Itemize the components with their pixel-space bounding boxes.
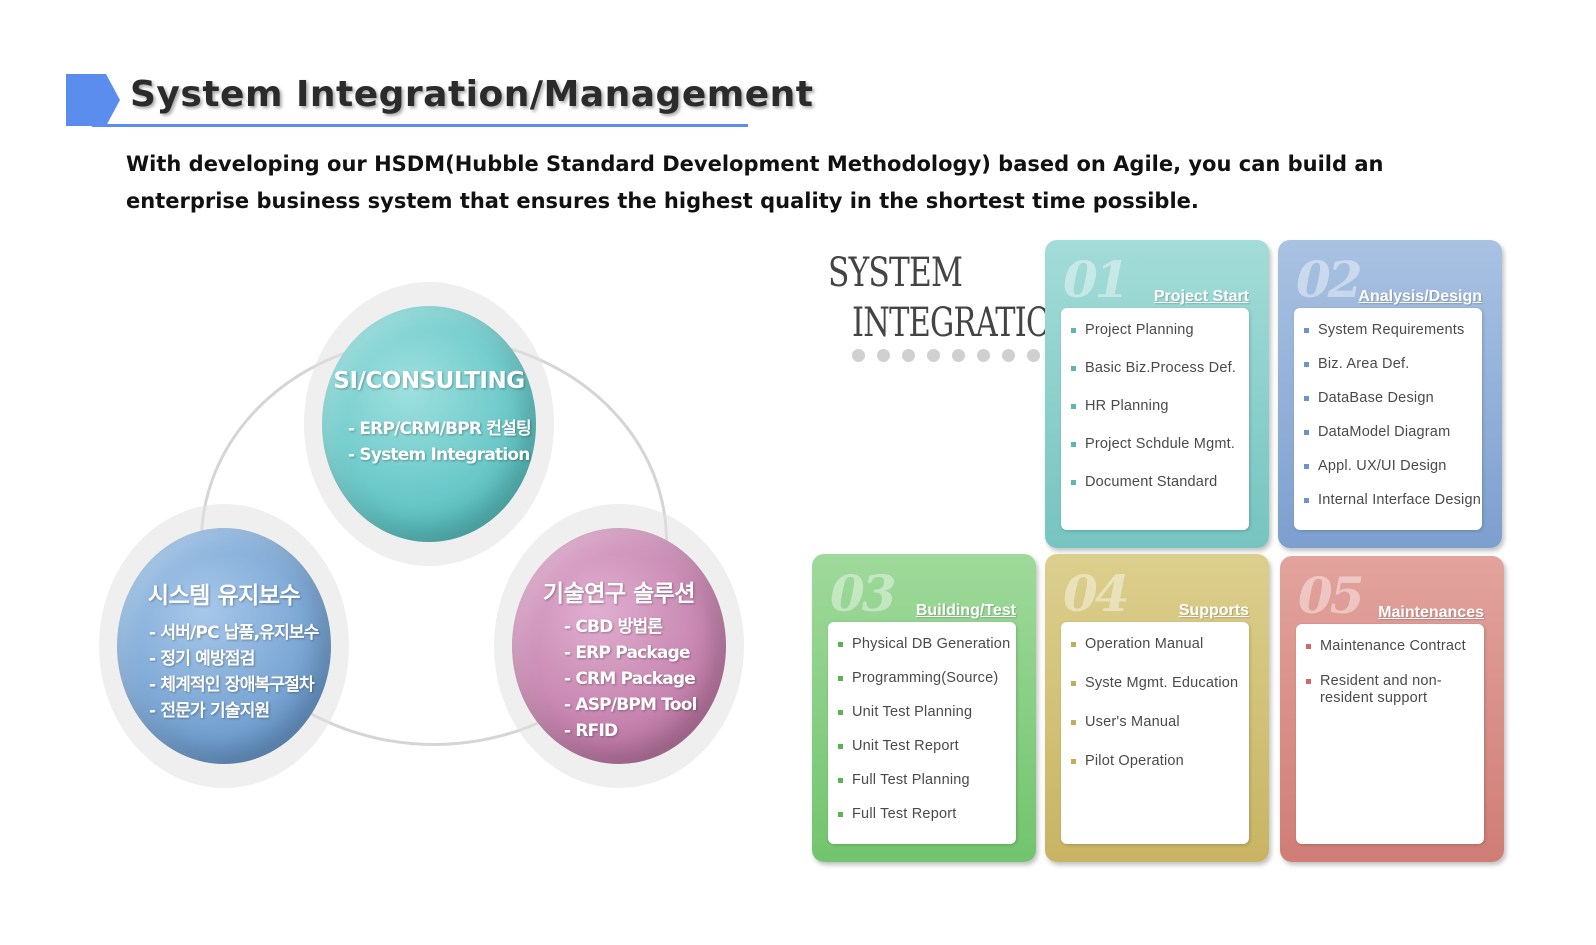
section-marker-icon bbox=[66, 74, 120, 126]
phase-number: 03 bbox=[830, 564, 897, 623]
phase-item: Unit Test Report bbox=[838, 738, 1016, 755]
bubble-item: - 전문가 기술지원 bbox=[149, 701, 270, 721]
bubble-item: - System Integration bbox=[348, 445, 530, 465]
phase-number: 01 bbox=[1063, 250, 1130, 309]
bubble-item: - 체계적인 장애복구절차 bbox=[149, 675, 315, 695]
phase-title: Supports bbox=[1178, 602, 1249, 619]
phase-card-supports: 04 Supports Operation Manual Syste Mgmt.… bbox=[1045, 554, 1269, 862]
phase-item: HR Planning bbox=[1071, 398, 1249, 415]
dot bbox=[1027, 349, 1040, 362]
phase-title: Building/Test bbox=[915, 602, 1016, 619]
phase-item: Unit Test Planning bbox=[838, 704, 1016, 721]
phase-title: Project Start bbox=[1153, 288, 1249, 305]
phase-item: Full Test Report bbox=[838, 806, 1016, 823]
phase-body: Physical DB Generation Programming(Sourc… bbox=[828, 622, 1016, 844]
phase-body: Project Planning Basic Biz.Process Def. … bbox=[1061, 308, 1249, 530]
bubble-item: - ASP/BPM Tool bbox=[564, 695, 697, 715]
bubble-title: 기술연구 솔루션 bbox=[542, 581, 696, 607]
phase-item: Resident and non-resident support bbox=[1306, 673, 1470, 707]
bubble-item: - CBD 방법론 bbox=[564, 617, 663, 637]
phase-item: Operation Manual bbox=[1071, 636, 1249, 653]
dot bbox=[902, 349, 915, 362]
bubble-item: - 서버/PC 납품,유지보수 bbox=[149, 623, 319, 643]
bubble-title: SI/CONSULTING bbox=[333, 368, 525, 394]
si-heading-line1: SYSTEM bbox=[828, 250, 963, 296]
phase-body: Maintenance Contract Resident and non-re… bbox=[1296, 624, 1484, 844]
phase-title: Maintenances bbox=[1378, 604, 1484, 621]
bubble-item: - ERP Package bbox=[564, 643, 690, 663]
phase-item: Document Standard bbox=[1071, 474, 1249, 491]
phase-card-maintenances: 05 Maintenances Maintenance Contract Res… bbox=[1280, 556, 1504, 862]
phase-list: Physical DB Generation Programming(Sourc… bbox=[828, 622, 1016, 823]
phase-card-analysis-design: 02 Analysis/Design System Requirements B… bbox=[1278, 240, 1502, 548]
dot bbox=[952, 349, 965, 362]
phase-item: Internal Interface Design bbox=[1304, 492, 1482, 509]
bubble-maintenance: 시스템 유지보수 - 서버/PC 납품,유지보수 - 정기 예방점검 - 체계적… bbox=[117, 528, 331, 764]
bubble-list: - ERP/CRM/BPR 컨설팅 - System Integration bbox=[348, 416, 532, 468]
bubble-tech-research: 기술연구 솔루션 - CBD 방법론 - ERP Package - CRM P… bbox=[512, 528, 726, 764]
phase-item: System Requirements bbox=[1304, 322, 1482, 339]
phase-item: DataBase Design bbox=[1304, 390, 1482, 407]
bubble-item: - ERP/CRM/BPR 컨설팅 bbox=[348, 419, 532, 439]
phase-item: Maintenance Contract bbox=[1306, 638, 1484, 655]
title-underline bbox=[92, 124, 748, 127]
phase-item: Syste Mgmt. Education bbox=[1071, 675, 1249, 692]
phase-item: User's Manual bbox=[1071, 714, 1249, 731]
dot bbox=[852, 349, 865, 362]
phase-item: Basic Biz.Process Def. bbox=[1071, 360, 1249, 377]
phase-item: Project Planning bbox=[1071, 322, 1249, 339]
phase-title: Analysis/Design bbox=[1358, 288, 1482, 305]
bubble-item: - 정기 예방점검 bbox=[149, 649, 255, 669]
phase-item: Appl. UX/UI Design bbox=[1304, 458, 1482, 475]
phase-body: Operation Manual Syste Mgmt. Education U… bbox=[1061, 622, 1249, 844]
dot bbox=[977, 349, 990, 362]
bubble-item: - RFID bbox=[564, 721, 618, 741]
phase-list: Maintenance Contract Resident and non-re… bbox=[1296, 624, 1484, 707]
intro-text: With developing our HSDM(Hubble Standard… bbox=[126, 152, 1384, 213]
phase-card-building-test: 03 Building/Test Physical DB Generation … bbox=[812, 554, 1036, 862]
bubble-list: - 서버/PC 납품,유지보수 - 정기 예방점검 - 체계적인 장애복구절차 … bbox=[149, 620, 319, 724]
phase-number: 05 bbox=[1298, 566, 1365, 625]
phase-number: 02 bbox=[1296, 250, 1363, 309]
bubble-item: - CRM Package bbox=[564, 669, 696, 689]
phase-number: 04 bbox=[1063, 564, 1130, 623]
phase-item: Programming(Source) bbox=[838, 670, 1016, 687]
phase-list: Operation Manual Syste Mgmt. Education U… bbox=[1061, 622, 1249, 770]
phase-body: System Requirements Biz. Area Def. DataB… bbox=[1294, 308, 1482, 530]
dot bbox=[927, 349, 940, 362]
phase-card-project-start: 01 Project Start Project Planning Basic … bbox=[1045, 240, 1269, 548]
dot bbox=[1002, 349, 1015, 362]
dot-divider bbox=[852, 349, 1040, 362]
phase-list: System Requirements Biz. Area Def. DataB… bbox=[1294, 308, 1482, 509]
phase-item: Project Schdule Mgmt. bbox=[1071, 436, 1249, 453]
phase-item: Physical DB Generation bbox=[838, 636, 1016, 653]
si-heading-line2: INTEGRATION bbox=[852, 300, 1077, 346]
bubble-list: - CBD 방법론 - ERP Package - CRM Package - … bbox=[564, 614, 697, 744]
phase-item: Biz. Area Def. bbox=[1304, 356, 1482, 373]
phase-item: Pilot Operation bbox=[1071, 753, 1249, 770]
phase-item: DataModel Diagram bbox=[1304, 424, 1482, 441]
dot bbox=[877, 349, 890, 362]
phase-item: Full Test Planning bbox=[838, 772, 1016, 789]
page-title: System Integration/Management bbox=[130, 74, 814, 115]
bubble-si-consulting: SI/CONSULTING - ERP/CRM/BPR 컨설팅 - System… bbox=[322, 306, 536, 542]
phase-list: Project Planning Basic Biz.Process Def. … bbox=[1061, 308, 1249, 491]
bubble-title: 시스템 유지보수 bbox=[147, 583, 301, 609]
